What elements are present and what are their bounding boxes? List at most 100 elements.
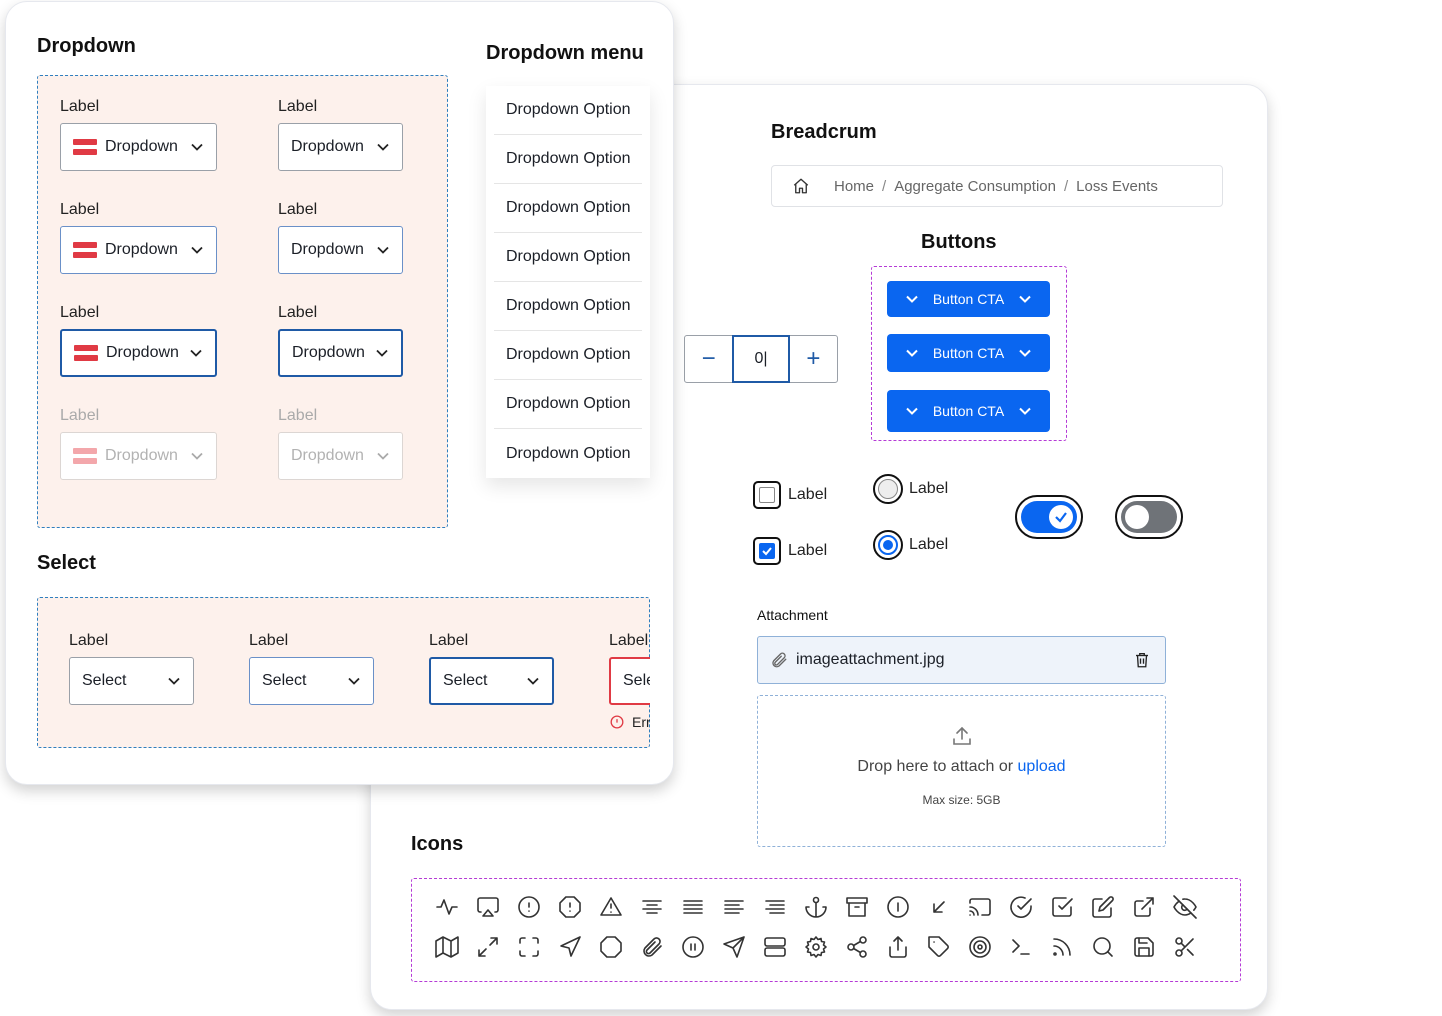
radio-selected[interactable] — [873, 530, 903, 560]
arrow-down-left-icon — [918, 892, 959, 922]
checkbox-checked[interactable] — [753, 537, 781, 565]
dropdown-with-flag-focus[interactable]: Dropdown — [60, 329, 217, 377]
max-size-text: Max size: 5GB — [922, 793, 1001, 807]
tag-icon — [918, 932, 959, 962]
chevron-down-icon — [906, 407, 918, 415]
dropdown-value: Dropdown — [105, 447, 178, 464]
paperclip-icon — [772, 652, 787, 668]
select-focus[interactable]: Select — [429, 657, 554, 705]
stepper-value-input[interactable]: 0| — [732, 335, 790, 383]
toggle-on[interactable] — [1015, 495, 1083, 539]
dropdown-label: Label — [60, 98, 100, 115]
breadcrumb-item-home[interactable]: Home — [834, 177, 875, 195]
dropdown-label: Label — [278, 201, 318, 218]
attachment-title: Attachment — [757, 607, 828, 623]
select-label: Label — [69, 632, 109, 649]
external-link-icon — [1123, 892, 1164, 922]
select-error-text: Err — [632, 714, 650, 730]
select-title: Select — [37, 552, 96, 574]
dropdown-option[interactable]: Dropdown Option — [506, 444, 631, 462]
button-cta-1[interactable]: Button CTA — [887, 281, 1050, 317]
checkbox-label: Label — [788, 542, 828, 559]
toggle-off[interactable] — [1115, 495, 1183, 539]
flag-icon — [73, 139, 97, 155]
radio-unselected[interactable] — [873, 474, 903, 504]
file-drop-zone[interactable]: Drop here to attach or upload Max size: … — [757, 695, 1166, 847]
align-justify-icon — [672, 892, 713, 922]
dropdown-with-flag-hover[interactable]: Dropdown — [60, 226, 217, 274]
dropdown-option[interactable]: Dropdown Option — [494, 282, 642, 331]
decrement-button[interactable]: − — [701, 345, 716, 372]
search-icon — [1082, 932, 1123, 962]
dropdown-with-flag[interactable]: Dropdown — [60, 123, 217, 171]
send-icon — [713, 932, 754, 962]
archive-icon — [836, 892, 877, 922]
breadcrumb: Home / Aggregate Consumption / Loss Even… — [771, 165, 1223, 207]
button-label: Button CTA — [932, 291, 1005, 307]
chevron-down-icon — [191, 143, 203, 151]
attachment-file: imageattachment.jpg — [757, 636, 1166, 684]
dropdown-with-flag-disabled: Dropdown — [60, 432, 217, 480]
home-icon[interactable] — [792, 177, 810, 195]
chevron-down-icon — [1019, 349, 1031, 357]
select-label: Label — [429, 632, 469, 649]
select-hover[interactable]: Select — [249, 657, 374, 705]
components-card-left: Dropdown Dropdown menu Label Dropdown La… — [5, 1, 674, 785]
select-error[interactable]: Select — [609, 657, 650, 705]
dropdown-label: Label — [278, 407, 318, 424]
dropdown-option[interactable]: Dropdown Option — [494, 331, 642, 380]
icons-frame — [411, 878, 1241, 982]
select-value: Select — [82, 672, 127, 689]
alert-circle-icon — [508, 892, 549, 922]
flag-icon — [73, 242, 97, 258]
check-icon — [1055, 512, 1067, 523]
select-label: Label — [249, 632, 289, 649]
dropdown-focus[interactable]: Dropdown — [278, 329, 403, 377]
info-circle-icon — [877, 892, 918, 922]
dropdown-value: Dropdown — [291, 241, 364, 258]
dropdown-menu: Dropdown Option Dropdown Option Dropdown… — [486, 86, 650, 478]
chevron-down-icon — [348, 677, 360, 685]
breadcrumb-item-aggregate[interactable]: Aggregate Consumption — [894, 177, 1056, 195]
dropdown-label: Label — [278, 98, 318, 115]
dropdown-hover[interactable]: Dropdown — [278, 226, 403, 274]
pause-circle-icon — [672, 932, 713, 962]
drop-text: Drop here to attach or — [857, 758, 1014, 775]
button-label: Button CTA — [932, 345, 1005, 361]
dropdown-option[interactable]: Dropdown Option — [494, 135, 642, 184]
dropdown-value: Dropdown — [292, 344, 365, 361]
trash-icon[interactable] — [1133, 651, 1151, 669]
chevron-down-icon — [1019, 295, 1031, 303]
breadcrumb-separator: / — [1063, 177, 1069, 195]
dropdown-disabled: Dropdown — [278, 432, 403, 480]
settings-icon — [795, 932, 836, 962]
dropdown-menu-title: Dropdown menu — [486, 42, 644, 64]
chevron-down-icon — [191, 246, 203, 254]
dropdown-option[interactable]: Dropdown Option — [494, 86, 642, 135]
checkbox-unchecked[interactable] — [753, 481, 781, 509]
anchor-icon — [795, 892, 836, 922]
button-cta-2[interactable]: Button CTA — [887, 334, 1050, 372]
button-cta-3[interactable]: Button CTA — [887, 390, 1050, 432]
breadcrumb-title: Breadcrum — [771, 121, 877, 143]
select-value: Select — [262, 672, 307, 689]
dropdown-option[interactable]: Dropdown Option — [494, 233, 642, 282]
server-icon — [754, 932, 795, 962]
select-value: Select — [443, 672, 488, 689]
breadcrumb-item-loss-events[interactable]: Loss Events — [1076, 177, 1158, 195]
dropdown-option[interactable]: Dropdown Option — [494, 380, 642, 429]
chevron-down-icon — [190, 349, 202, 357]
increment-button[interactable]: + — [806, 345, 821, 372]
flag-icon — [73, 448, 97, 464]
select-default[interactable]: Select — [69, 657, 194, 705]
chevron-down-icon — [377, 452, 389, 460]
dropdown-option[interactable]: Dropdown Option — [494, 184, 642, 233]
chevron-down-icon — [527, 677, 539, 685]
dropdown[interactable]: Dropdown — [278, 123, 403, 171]
align-center-icon — [631, 892, 672, 922]
dropdown-label: Label — [60, 201, 100, 218]
upload-link[interactable]: upload — [1017, 758, 1066, 775]
dropdown-value: Dropdown — [105, 138, 178, 155]
attachment-filename: imageattachment.jpg — [796, 651, 945, 668]
scissors-icon — [1164, 932, 1205, 962]
